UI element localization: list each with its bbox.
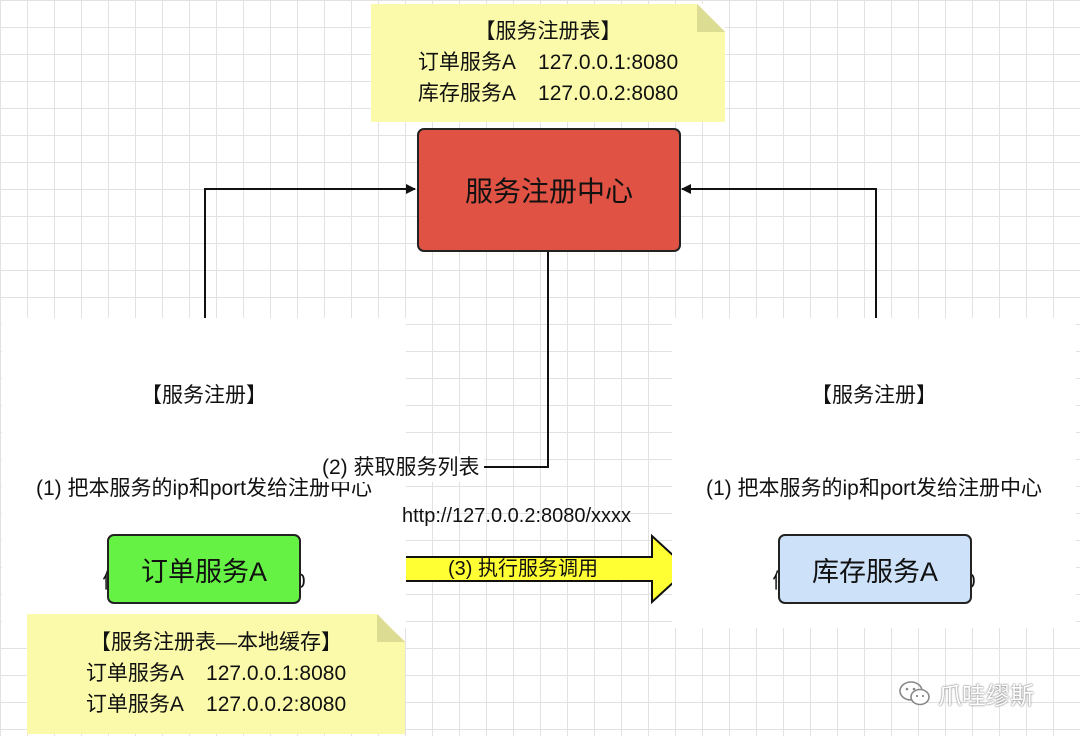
cache-note-row: 订单服务A 127.0.0.1:8080 xyxy=(85,662,347,685)
note-fold xyxy=(697,4,725,32)
call-arrow-shape xyxy=(399,533,690,605)
call-arrow-label: (3) 执行服务调用 xyxy=(448,558,598,580)
order-service-node[interactable]: 订单服务A xyxy=(107,534,301,604)
register-label-title: 【服务注册】 xyxy=(811,384,937,407)
wechat-icon xyxy=(899,680,930,705)
registry-note-row: 订单服务A 127.0.0.1:8080 xyxy=(417,51,679,74)
stock-service-label: 库存服务A xyxy=(811,556,938,587)
cache-note-title: 【服务注册表—本地缓存】 xyxy=(90,631,342,654)
registry-center-label: 服务注册中心 xyxy=(464,176,633,207)
register-label-line: (1) 把本服务的ip和port发给注册中心 xyxy=(705,477,1043,500)
registry-note: 【服务注册表】 订单服务A 127.0.0.1:8080 库存服务A 127.0… xyxy=(371,4,725,122)
order-service-label: 订单服务A xyxy=(140,556,267,587)
watermark: 爪哇缪斯 xyxy=(898,676,1034,711)
note-fold xyxy=(377,614,405,642)
registry-note-title: 【服务注册表】 xyxy=(474,20,622,43)
cache-note-row: 订单服务A 127.0.0.2:8080 xyxy=(85,693,347,716)
register-label-title: 【服务注册】 xyxy=(141,384,267,407)
watermark-text: 爪哇缪斯 xyxy=(938,683,1034,710)
cache-note: 【服务注册表—本地缓存】 订单服务A 127.0.0.1:8080 订单服务A … xyxy=(27,614,405,734)
registry-center-node[interactable]: 服务注册中心 xyxy=(417,128,681,252)
stock-service-node[interactable]: 库存服务A xyxy=(778,534,972,604)
call-url: http://127.0.0.2:8080/xxxx xyxy=(402,505,632,527)
register-label-line: (1) 把本服务的ip和port发给注册中心 xyxy=(35,477,373,500)
registry-note-row: 库存服务A 127.0.0.2:8080 xyxy=(417,82,679,105)
fetch-label: (2) 获取服务列表 xyxy=(318,454,484,482)
